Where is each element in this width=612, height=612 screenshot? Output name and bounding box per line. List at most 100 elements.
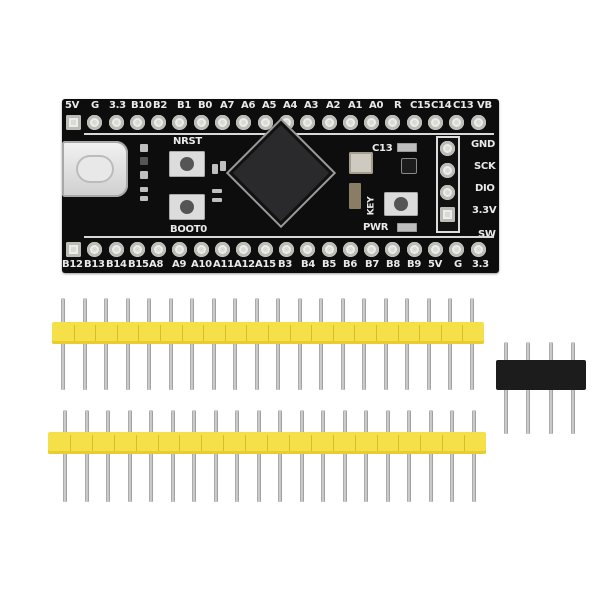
pin-label: B8 xyxy=(386,259,400,270)
header-segment-divider xyxy=(160,325,161,341)
smd-component xyxy=(212,198,222,202)
key-button[interactable] xyxy=(384,192,418,216)
pin-label: A3 xyxy=(304,100,319,111)
pin-label: A11 xyxy=(213,259,234,270)
header-segment-divider xyxy=(288,435,290,451)
header-pin xyxy=(127,410,132,502)
pin-label: A9 xyxy=(172,259,187,270)
header-segment-divider xyxy=(332,435,334,451)
pad xyxy=(172,242,188,257)
header-segment-divider xyxy=(376,435,378,451)
header-pin xyxy=(125,298,130,390)
c13-led-label: C13 xyxy=(372,143,393,154)
header-segment-divider xyxy=(398,435,400,451)
header-pin xyxy=(321,410,325,502)
header-segment-divider xyxy=(203,325,205,341)
header-pin xyxy=(299,410,304,502)
pad xyxy=(364,115,380,130)
boot0-button[interactable] xyxy=(169,194,205,220)
header-plastic xyxy=(52,322,484,344)
pad xyxy=(129,242,145,257)
pin-label: B1 xyxy=(177,100,191,111)
crystal xyxy=(349,183,361,209)
pin-label: A5 xyxy=(262,100,277,111)
header-segment-divider xyxy=(289,325,291,341)
voltage-regulator xyxy=(402,159,416,173)
pin-label: 5V xyxy=(65,100,80,111)
nrst-label: NRST xyxy=(173,136,202,147)
pin-label: R xyxy=(394,100,402,111)
key-label: KEY xyxy=(366,196,377,216)
header-segment-divider xyxy=(246,325,248,341)
pad xyxy=(172,115,188,130)
pad xyxy=(428,242,444,257)
pin-label: C14 xyxy=(431,100,452,111)
header-segment-divider xyxy=(224,325,226,341)
reset-button[interactable] xyxy=(169,151,205,177)
pin-label: B6 xyxy=(343,259,357,270)
header-pin xyxy=(428,410,433,502)
pad xyxy=(470,242,486,257)
header-pin xyxy=(149,410,153,502)
pad xyxy=(257,242,273,257)
pin-label: A6 xyxy=(241,100,256,111)
header-pin xyxy=(448,298,452,390)
header-pin xyxy=(168,298,173,390)
header-pin xyxy=(278,410,282,502)
smd-component xyxy=(212,164,218,174)
pad xyxy=(449,242,465,257)
pin-label: B4 xyxy=(301,259,315,270)
swd-label: 3.3V xyxy=(472,205,497,216)
pin-label: A1 xyxy=(348,100,363,111)
pin-label: B14 xyxy=(106,259,127,270)
header-pin xyxy=(254,298,259,390)
header-segment-divider xyxy=(354,325,356,341)
pad xyxy=(321,115,337,130)
header-segment-divider xyxy=(354,435,356,451)
button-cap xyxy=(394,197,408,211)
pad xyxy=(449,115,465,130)
pad xyxy=(385,242,401,257)
header-pin xyxy=(385,410,390,502)
pin-label: B10 xyxy=(131,100,152,111)
pad xyxy=(87,242,103,257)
header-segment-divider xyxy=(181,325,183,341)
header-segment-divider xyxy=(91,435,93,451)
button-cap xyxy=(180,157,194,171)
header-segment-divider xyxy=(440,325,442,341)
pin-label: B5 xyxy=(322,259,336,270)
pin-label: 3.3 xyxy=(472,259,489,270)
header-pin xyxy=(405,298,409,390)
pad xyxy=(321,242,337,257)
pin-label: VB xyxy=(477,100,492,111)
smd-component xyxy=(140,187,148,192)
header-segment-divider xyxy=(442,435,444,451)
pad xyxy=(66,242,81,257)
header-segment-divider xyxy=(419,325,421,341)
header-plastic xyxy=(48,432,486,454)
pin-label: A4 xyxy=(283,100,298,111)
header-segment-divider xyxy=(223,435,225,451)
pad xyxy=(406,242,422,257)
pad xyxy=(300,115,316,130)
smd-component xyxy=(220,161,226,171)
microcontroller-board: 5V G 3.3 B10 B2 B1 B0 A7 A6 A5 A4 A3 A2 … xyxy=(62,99,499,273)
header-pin xyxy=(147,298,151,390)
header-segment-divider xyxy=(267,435,268,451)
swd-pad xyxy=(440,163,455,178)
pin-label: B15 xyxy=(128,259,149,270)
pin-label: A0 xyxy=(369,100,384,111)
pin-label: B3 xyxy=(278,259,292,270)
header-segment-divider xyxy=(464,435,466,451)
pad xyxy=(300,242,316,257)
header-segment-divider xyxy=(201,435,203,451)
pad xyxy=(151,242,167,257)
pad xyxy=(193,115,209,130)
header-segment-divider xyxy=(245,435,247,451)
smd-component xyxy=(140,144,148,152)
header-segment-divider xyxy=(462,325,464,341)
smd-component xyxy=(140,196,148,201)
swd-pad xyxy=(440,207,455,222)
pad xyxy=(278,242,294,257)
header-segment-divider xyxy=(69,435,71,451)
